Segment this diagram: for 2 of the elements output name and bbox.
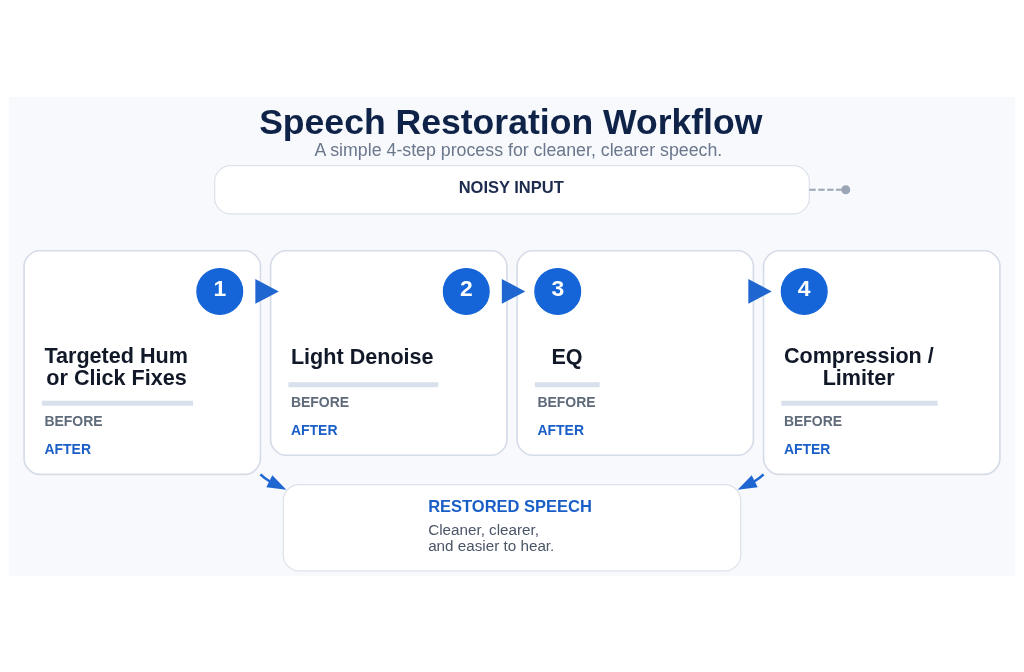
caption: A simple 4-step process for cleaner, clearer speech. (314, 139, 723, 160)
diagram-title: Speech Restoration Workflow (259, 101, 763, 142)
